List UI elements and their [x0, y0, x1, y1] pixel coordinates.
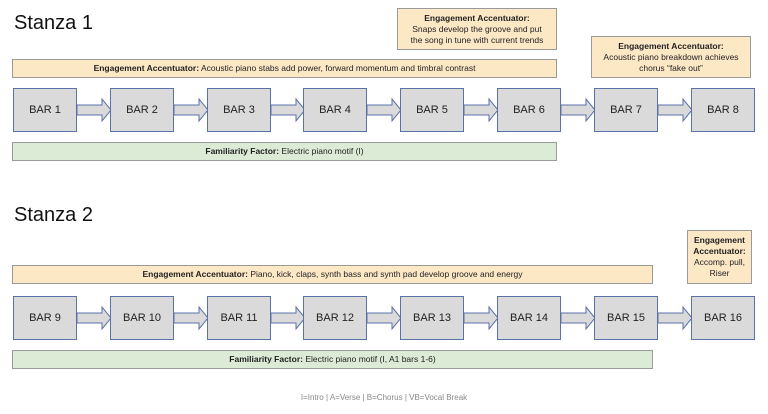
bar-box: BAR 2	[110, 88, 174, 132]
engagement-accentuator-snaps: Engagement Accentuator: Snaps develop th…	[397, 8, 557, 50]
bar-box: BAR 1	[13, 88, 77, 132]
familiarity-text: Electric piano motif (I)	[279, 146, 364, 156]
bar-box: BAR 9	[13, 296, 77, 340]
bar-box: BAR 11	[207, 296, 271, 340]
legend-footer: I=Intro | A=Verse | B=Chorus | VB=Vocal …	[300, 393, 468, 402]
familiarity-factor-band-1: Familiarity Factor: Electric piano motif…	[12, 142, 557, 161]
accentuator-label: Engagement Accentuator:	[618, 40, 724, 51]
arrow-right-icon	[173, 305, 209, 331]
accentuator-label: Engagement	[693, 235, 745, 245]
accentuator-line: Accomp. pull,	[693, 257, 746, 267]
engagement-accentuator-riser: Engagement Accentuator: Accomp. pull, Ri…	[687, 230, 752, 284]
accentuator-line: Acoustic piano breakdown achieves	[603, 51, 739, 62]
accentuator-line: Snaps develop the groove and put	[412, 23, 542, 34]
stanza-1-title: Stanza 1	[14, 12, 93, 34]
bar-box: BAR 10	[110, 296, 174, 340]
arrow-right-icon	[657, 305, 693, 331]
bar-box: BAR 12	[303, 296, 367, 340]
stanza-2-title: Stanza 2	[14, 204, 93, 226]
arrow-right-icon	[560, 97, 596, 123]
accentuator-text: Piano, kick, claps, synth bass and synth…	[247, 269, 523, 279]
arrow-right-icon	[270, 97, 306, 123]
arrow-right-icon	[76, 305, 112, 331]
familiarity-factor-band-2: Familiarity Factor: Electric piano motif…	[12, 350, 653, 369]
arrow-right-icon	[560, 305, 596, 331]
accentuator-line: the song in tune with current trends	[410, 34, 544, 45]
bar-box: BAR 6	[497, 88, 561, 132]
accentuator-label: Engagement Accentuator:	[142, 269, 248, 279]
arrow-right-icon	[366, 97, 402, 123]
bar-box: BAR 14	[497, 296, 561, 340]
bar-box: BAR 8	[691, 88, 755, 132]
arrow-right-icon	[270, 305, 306, 331]
familiarity-label: Familiarity Factor:	[205, 146, 280, 156]
engagement-accentuator-band-1: Engagement Accentuator: Acoustic piano s…	[12, 59, 557, 78]
accentuator-line: Riser	[709, 268, 730, 278]
arrow-right-icon	[657, 97, 693, 123]
arrow-right-icon	[463, 97, 499, 123]
bar-box: BAR 3	[207, 88, 271, 132]
arrow-right-icon	[366, 305, 402, 331]
arrow-right-icon	[173, 97, 209, 123]
accentuator-text: Acoustic piano stabs add power, forward …	[199, 63, 476, 73]
arrow-right-icon	[76, 97, 112, 123]
bar-box: BAR 13	[400, 296, 464, 340]
familiarity-label: Familiarity Factor:	[229, 354, 303, 364]
accentuator-label: Engagement Accentuator:	[424, 12, 530, 23]
accentuator-line: chorus “fake out”	[639, 62, 703, 73]
bar-box: BAR 16	[691, 296, 755, 340]
bar-box: BAR 15	[594, 296, 658, 340]
accentuator-label: Engagement Accentuator:	[93, 63, 200, 73]
arrow-right-icon	[463, 305, 499, 331]
accentuator-label: Accentuator:	[693, 246, 746, 256]
engagement-accentuator-band-2: Engagement Accentuator: Piano, kick, cla…	[12, 265, 653, 284]
familiarity-text: Electric piano motif (I, A1 bars 1-6)	[302, 354, 436, 364]
bar-box: BAR 4	[303, 88, 367, 132]
bar-box: BAR 5	[400, 88, 464, 132]
bar-box: BAR 7	[594, 88, 658, 132]
engagement-accentuator-breakdown: Engagement Accentuator: Acoustic piano b…	[591, 36, 751, 78]
